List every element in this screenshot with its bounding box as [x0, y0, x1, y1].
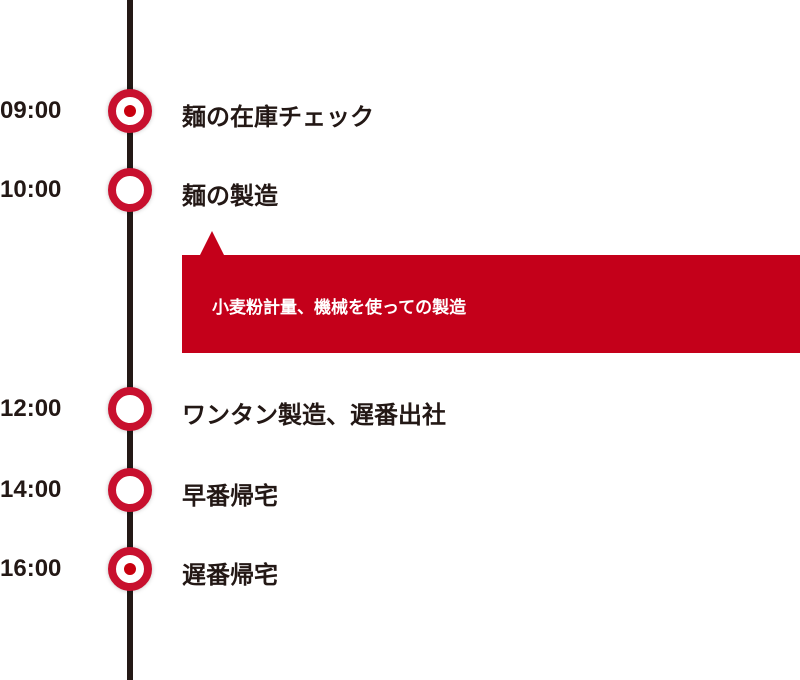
active-marker-icon — [108, 89, 152, 133]
event-time: 14:00 — [0, 476, 62, 503]
timeline-event: 09:00 麺の在庫チェック — [0, 89, 800, 133]
marker-icon — [108, 468, 152, 512]
timeline-event: 12:00 ワンタン製造、遅番出社 — [0, 387, 800, 431]
event-time: 16:00 — [0, 555, 62, 582]
note-text: 小麦粉計量、機械を使っての製造 — [212, 298, 467, 318]
timeline-event: 16:00 遅番帰宅 — [0, 547, 800, 591]
active-marker-icon — [108, 547, 152, 591]
event-time: 10:00 — [0, 176, 62, 203]
event-label: 早番帰宅 — [182, 482, 278, 510]
marker-icon — [108, 168, 152, 212]
timeline-event: 14:00 早番帰宅 — [0, 468, 800, 512]
event-label: 遅番帰宅 — [182, 561, 278, 589]
event-label: 麺の在庫チェック — [182, 103, 374, 131]
marker-icon — [108, 387, 152, 431]
event-time: 12:00 — [0, 395, 62, 422]
event-note-callout: 小麦粉計量、機械を使っての製造 — [182, 231, 800, 353]
timeline-line — [127, 0, 133, 680]
event-time: 09:00 — [0, 97, 62, 124]
event-label: 麺の製造 — [182, 182, 278, 210]
timeline-event: 10:00 麺の製造 — [0, 168, 800, 212]
event-label: ワンタン製造、遅番出社 — [182, 401, 446, 429]
